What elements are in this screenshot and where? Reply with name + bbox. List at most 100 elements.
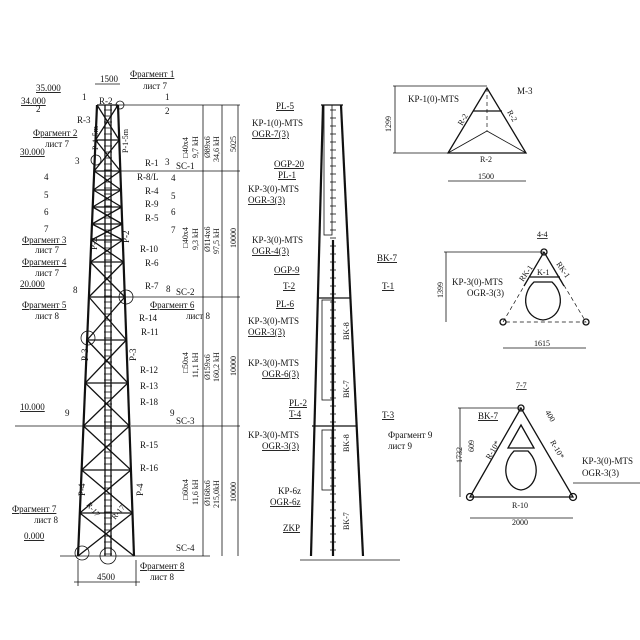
segment-height: 10000 xyxy=(229,482,238,502)
brace-member xyxy=(79,469,132,514)
member-label: R-10 xyxy=(140,244,159,254)
callout-label: KP-3(0)-MTS xyxy=(248,184,299,194)
section-mark: 2 xyxy=(36,104,41,114)
brace-member xyxy=(84,382,130,427)
segment-height: 5025 xyxy=(229,136,238,152)
fragment-8-sheet: лист 8 xyxy=(150,572,174,582)
section-mark: 4 xyxy=(44,172,49,182)
callout-label: Фрагмент 9 xyxy=(388,430,433,440)
brace-member xyxy=(92,189,122,208)
fragment-8-circle xyxy=(99,547,117,565)
fragment-6-label: Фрагмент 6 xyxy=(150,300,195,310)
callout-label: KP-6z xyxy=(278,486,301,496)
section-mark: 5 xyxy=(44,190,49,200)
callout-label: BK-8 xyxy=(342,434,351,452)
brace-member xyxy=(86,339,129,384)
callout-label: OGR-3(3) xyxy=(248,327,285,337)
section-title: 7-7 xyxy=(516,381,527,390)
callout-label: OGR-3(3) xyxy=(467,288,504,298)
offset-dimension: 400 xyxy=(543,409,557,424)
brace-member xyxy=(96,104,120,141)
callout-label: T-3 xyxy=(382,410,395,420)
fragment-8-label: Фрагмент 8 xyxy=(140,561,185,571)
fragment-7-sheet: лист 8 xyxy=(34,515,58,525)
ladder-frame xyxy=(506,423,536,449)
lattice-profile: □40x4 xyxy=(181,227,190,248)
fragment-3-sheet: лист 7 xyxy=(35,245,59,255)
callout-label: PL-6 xyxy=(276,299,295,309)
leg-profile: Ø89x6 xyxy=(203,136,212,158)
callout-label: KP-3(0)-MTS xyxy=(248,316,299,326)
lattice-profile: □60x4 xyxy=(181,479,190,500)
member-label: R-12 xyxy=(140,365,158,375)
base-width-dimension: 4500 xyxy=(97,572,116,582)
brace-member xyxy=(84,339,127,384)
brace-member xyxy=(95,139,121,172)
member-label: R-11 xyxy=(141,327,159,337)
plan-7-7: 7-7 BK-7 400 R-10* R-10* 609 1732 KP-3(0… xyxy=(455,381,640,527)
member-label: P-2 xyxy=(89,237,99,250)
callout-label: OGR-3(3) xyxy=(582,468,619,478)
member-label: P-1-5m xyxy=(121,128,130,153)
brace-member xyxy=(88,261,125,298)
brace-member xyxy=(93,170,121,191)
callout-label: OGR-3(3) xyxy=(262,441,299,451)
brace-member xyxy=(94,104,119,141)
callout-label: BK-7 xyxy=(478,411,498,421)
plan-triangle xyxy=(468,406,575,498)
callout-label: OGR-4(3) xyxy=(252,246,289,256)
callout-label: KP-1(0)-MTS xyxy=(408,94,459,104)
section-label: SC-2 xyxy=(176,287,195,297)
rk-1-member xyxy=(523,251,545,287)
leg-force: 160,2 kH xyxy=(212,352,221,382)
left-leg xyxy=(76,104,99,557)
member-label: R-8/L xyxy=(137,172,159,182)
right-leg xyxy=(339,104,365,557)
fragment-7-label: Фрагмент 7 xyxy=(12,504,57,514)
fragment-1-sheet: лист 7 xyxy=(143,81,167,91)
axis-line xyxy=(447,130,488,154)
member-label: P-2 xyxy=(121,230,131,243)
cage-outline xyxy=(505,450,537,491)
callout-label: ZKP xyxy=(283,523,300,533)
member-label: R-6 xyxy=(145,258,159,268)
callout-label: T-1 xyxy=(382,281,394,291)
member-label: R-18 xyxy=(140,397,159,407)
plan-4-4: 4-4 RK-1 RK-1 K-1 KP-3(0)-MTS OGR-3(3) 1… xyxy=(436,230,590,349)
fragment-callouts: Фрагмент 1 лист 7 Фрагмент 2 лист 7 Фраг… xyxy=(12,69,210,582)
segment-specs: □40x4 9,7 kH Ø89x6 34,6 kH 5025 □40x4 9,… xyxy=(181,136,238,508)
callout-label: PL-2 xyxy=(289,398,307,408)
segment-height: 10000 xyxy=(229,228,238,248)
callout-label: OGR-6(3) xyxy=(262,369,299,379)
member-label: P-3 xyxy=(80,348,90,361)
section-mark: 9 xyxy=(170,408,175,418)
member-label: R-17 xyxy=(84,501,101,519)
member-label: R-4 xyxy=(145,186,159,196)
member-label: R-13 xyxy=(140,381,159,391)
callout-label: BK-7 xyxy=(342,512,351,530)
height-dimension: 1399 xyxy=(436,282,445,298)
callout-label: KP-3(0)-MTS xyxy=(248,430,299,440)
brace-member xyxy=(89,261,126,298)
fragment-6-sheet: лист 8 xyxy=(186,311,210,321)
member-label: R-5 xyxy=(145,213,159,223)
section-mark: 8 xyxy=(166,284,171,294)
section-mark: 9 xyxy=(65,408,70,418)
callout-label: BK-7 xyxy=(342,380,351,398)
member-label: P-4 xyxy=(77,483,87,496)
leg-node xyxy=(499,318,507,326)
brace-member xyxy=(83,382,129,427)
section-marks: 1 1 2 2 3 3 4 4 5 5 6 6 7 7 8 8 9 9 xyxy=(36,92,176,418)
fragment-4-label: Фрагмент 4 xyxy=(22,257,67,267)
member-label: K-1 xyxy=(537,268,549,277)
member-label: R-10 xyxy=(512,501,528,510)
section-mark: 1 xyxy=(165,92,170,102)
leg-force: 97,5 kH xyxy=(212,228,221,254)
callout-label: T-4 xyxy=(289,409,302,419)
elevation-label: 34.000 xyxy=(21,96,46,106)
callout-label: KP-1(0)-MTS xyxy=(252,118,303,128)
brace-member xyxy=(88,296,127,341)
fragment-3-label: Фрагмент 3 xyxy=(22,235,67,245)
brace-member xyxy=(93,139,120,172)
